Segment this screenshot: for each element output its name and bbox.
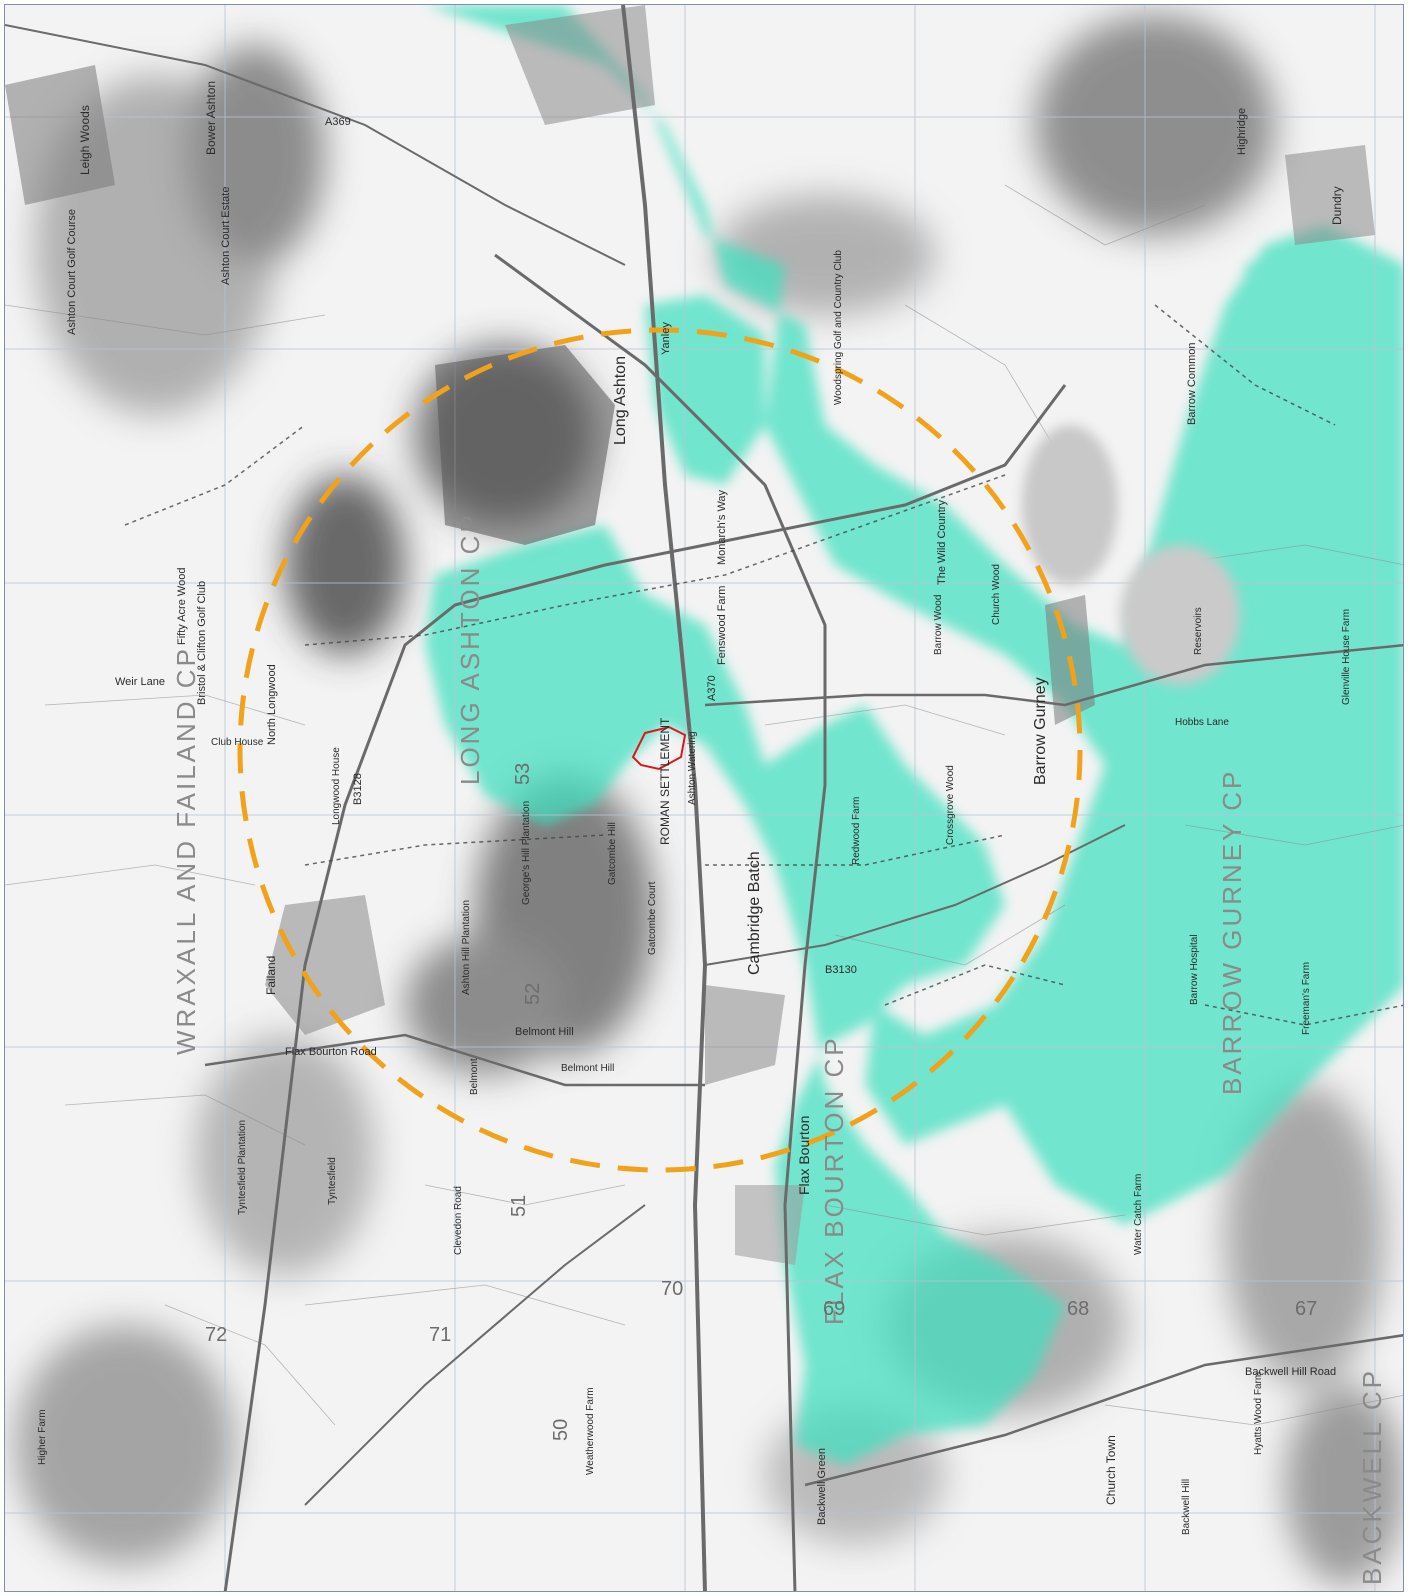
grid-number: 51 bbox=[508, 1195, 530, 1217]
place-label: Gatcombe Court bbox=[647, 881, 658, 955]
parish-label-barrow-gurney: BARROW GURNEY CP bbox=[1217, 769, 1247, 1095]
visibility-zone bbox=[425, 5, 1403, 1465]
place-label: Redwood Farm bbox=[851, 797, 862, 865]
roads bbox=[5, 5, 1403, 1591]
place-label: Flax Bourton bbox=[796, 1116, 812, 1195]
place-label: Church Town bbox=[1104, 1435, 1118, 1505]
road-flax-bourton bbox=[204, 1033, 705, 1087]
map-frame[interactable]: LONG ASHTON CP WRAXALL AND FAILAND CP BA… bbox=[4, 4, 1404, 1592]
place-label: Church Wood bbox=[991, 564, 1002, 625]
grid-number: 67 bbox=[1295, 1298, 1317, 1320]
grid-number: 70 bbox=[661, 1278, 683, 1300]
reservoirs bbox=[1022, 425, 1240, 685]
place-label: Belmont bbox=[469, 1058, 480, 1095]
grid-number: 50 bbox=[550, 1419, 572, 1441]
place-label: Ashton Court Golf Course bbox=[66, 209, 78, 335]
place-label: Yanley bbox=[660, 322, 672, 355]
place-label: Barrow Gurney bbox=[1032, 677, 1049, 785]
place-label: Failand bbox=[264, 956, 278, 995]
place-label: Tyntesfield bbox=[327, 1157, 338, 1205]
place-label: Higher Farm bbox=[37, 1409, 48, 1465]
place-label: Highridge bbox=[1236, 108, 1248, 155]
place-label: Backwell Hill Road bbox=[1245, 1366, 1336, 1378]
radius-circle bbox=[237, 327, 1083, 1173]
place-label: Woodspring Golf and Country Club bbox=[833, 250, 844, 405]
place-label: Bower Ashton bbox=[204, 81, 218, 155]
urban-areas bbox=[5, 5, 1375, 1265]
place-label: Ashton Watering bbox=[687, 731, 698, 805]
place-label: Backwell Green bbox=[816, 1448, 828, 1525]
parish-label-flax-bourton: FLAX BOURTON CP bbox=[819, 1035, 849, 1325]
road-railway-curve bbox=[494, 253, 827, 1591]
place-label: Backwell Hill bbox=[1181, 1479, 1192, 1535]
place-label: Flax Bourton Road bbox=[285, 1046, 377, 1058]
place-label: Water Catch Farm bbox=[1133, 1174, 1144, 1255]
road-north bbox=[5, 24, 626, 266]
road-barrow-gurney bbox=[704, 643, 1403, 707]
place-label: Barrow Common bbox=[1186, 342, 1198, 425]
place-label: The Wild Country bbox=[936, 500, 948, 585]
place-label: Hobbs Lane bbox=[1175, 717, 1229, 728]
place-label: Ashton Court Estate bbox=[220, 187, 232, 285]
road-a370 bbox=[223, 384, 1067, 1591]
place-label: Long Ashton bbox=[612, 356, 629, 445]
road-backwell-hill bbox=[804, 1334, 1403, 1487]
footpaths bbox=[124, 304, 1403, 1026]
place-label: Barrow Wood bbox=[933, 595, 944, 655]
road-label: B3130 bbox=[825, 964, 857, 976]
road-clevedon bbox=[304, 1204, 646, 1506]
place-label: Clevedon Road bbox=[453, 1186, 464, 1255]
place-label: Monarch's Way bbox=[716, 489, 728, 565]
field-boundaries bbox=[5, 184, 1403, 1426]
place-label: Fifty Acre Wood bbox=[176, 568, 188, 645]
road-label: B3128 bbox=[352, 773, 364, 805]
grid-number: 68 bbox=[1067, 1298, 1089, 1320]
place-label: Gatcombe Hill bbox=[607, 822, 618, 885]
place-label: Hyatts Wood Farm bbox=[1253, 1372, 1264, 1455]
grid-number: 69 bbox=[823, 1298, 845, 1320]
map-canvas[interactable]: LONG ASHTON CP WRAXALL AND FAILAND CP BA… bbox=[5, 5, 1404, 1592]
grid-lines bbox=[5, 5, 1403, 1591]
parish-label-wraxall: WRAXALL AND FAILAND CP bbox=[171, 646, 201, 1055]
relief-layer bbox=[15, 15, 1403, 1585]
grid-number: 53 bbox=[512, 763, 534, 785]
place-label: Bristol & Clifton Golf Club bbox=[196, 581, 208, 705]
place-label: Weatherwood Farm bbox=[585, 1387, 596, 1475]
place-label: ROMAN SETTLEMENT bbox=[658, 717, 672, 845]
place-label: Crossgrove Wood bbox=[945, 765, 956, 845]
parish-label-long-ashton: LONG ASHTON CP bbox=[455, 512, 485, 785]
parish-label-backwell: BACKWELL CP bbox=[1357, 1368, 1387, 1585]
place-label: Freeman's Farm bbox=[1301, 962, 1312, 1035]
parish-labels: LONG ASHTON CP WRAXALL AND FAILAND CP BA… bbox=[171, 512, 1387, 1585]
road-label: A369 bbox=[325, 116, 351, 128]
place-label: Dundry bbox=[1330, 186, 1344, 225]
road-label: A370 bbox=[706, 675, 718, 701]
place-label: Longwood House bbox=[331, 747, 342, 825]
site-boundary[interactable] bbox=[631, 725, 687, 771]
place-label: Fenswood Farm bbox=[716, 586, 728, 665]
place-label: Tyntesfield Plantation bbox=[237, 1120, 248, 1215]
place-label: Leigh Woods bbox=[78, 105, 92, 175]
place-label: Cambridge Batch bbox=[746, 851, 763, 975]
place-label: Weir Lane bbox=[115, 676, 165, 688]
place-label: Glenville House Farm bbox=[1341, 609, 1352, 705]
road-m5-motorway bbox=[621, 5, 708, 1591]
place-label: Belmont Hill bbox=[515, 1026, 574, 1038]
road-b3130 bbox=[704, 824, 1126, 966]
grid-numbers: 72 71 70 69 68 67 51 50 53 52 bbox=[205, 763, 1317, 1441]
place-label: Belmont Hill bbox=[561, 1063, 614, 1074]
place-label: Ashton Hill Plantation bbox=[461, 900, 472, 995]
grid-number: 52 bbox=[522, 983, 544, 1005]
place-label: Reservoirs bbox=[1193, 607, 1204, 655]
grid-number: 71 bbox=[429, 1324, 451, 1346]
place-label: North Longwood bbox=[266, 664, 278, 745]
place-label: Barrow Hospital bbox=[1189, 934, 1200, 1005]
road-labels: A370 B3128 B3130 A369 bbox=[325, 116, 857, 976]
grid-number: 72 bbox=[205, 1324, 227, 1346]
place-label: George's Hill Plantation bbox=[521, 801, 532, 905]
place-label: Club House bbox=[211, 737, 264, 748]
